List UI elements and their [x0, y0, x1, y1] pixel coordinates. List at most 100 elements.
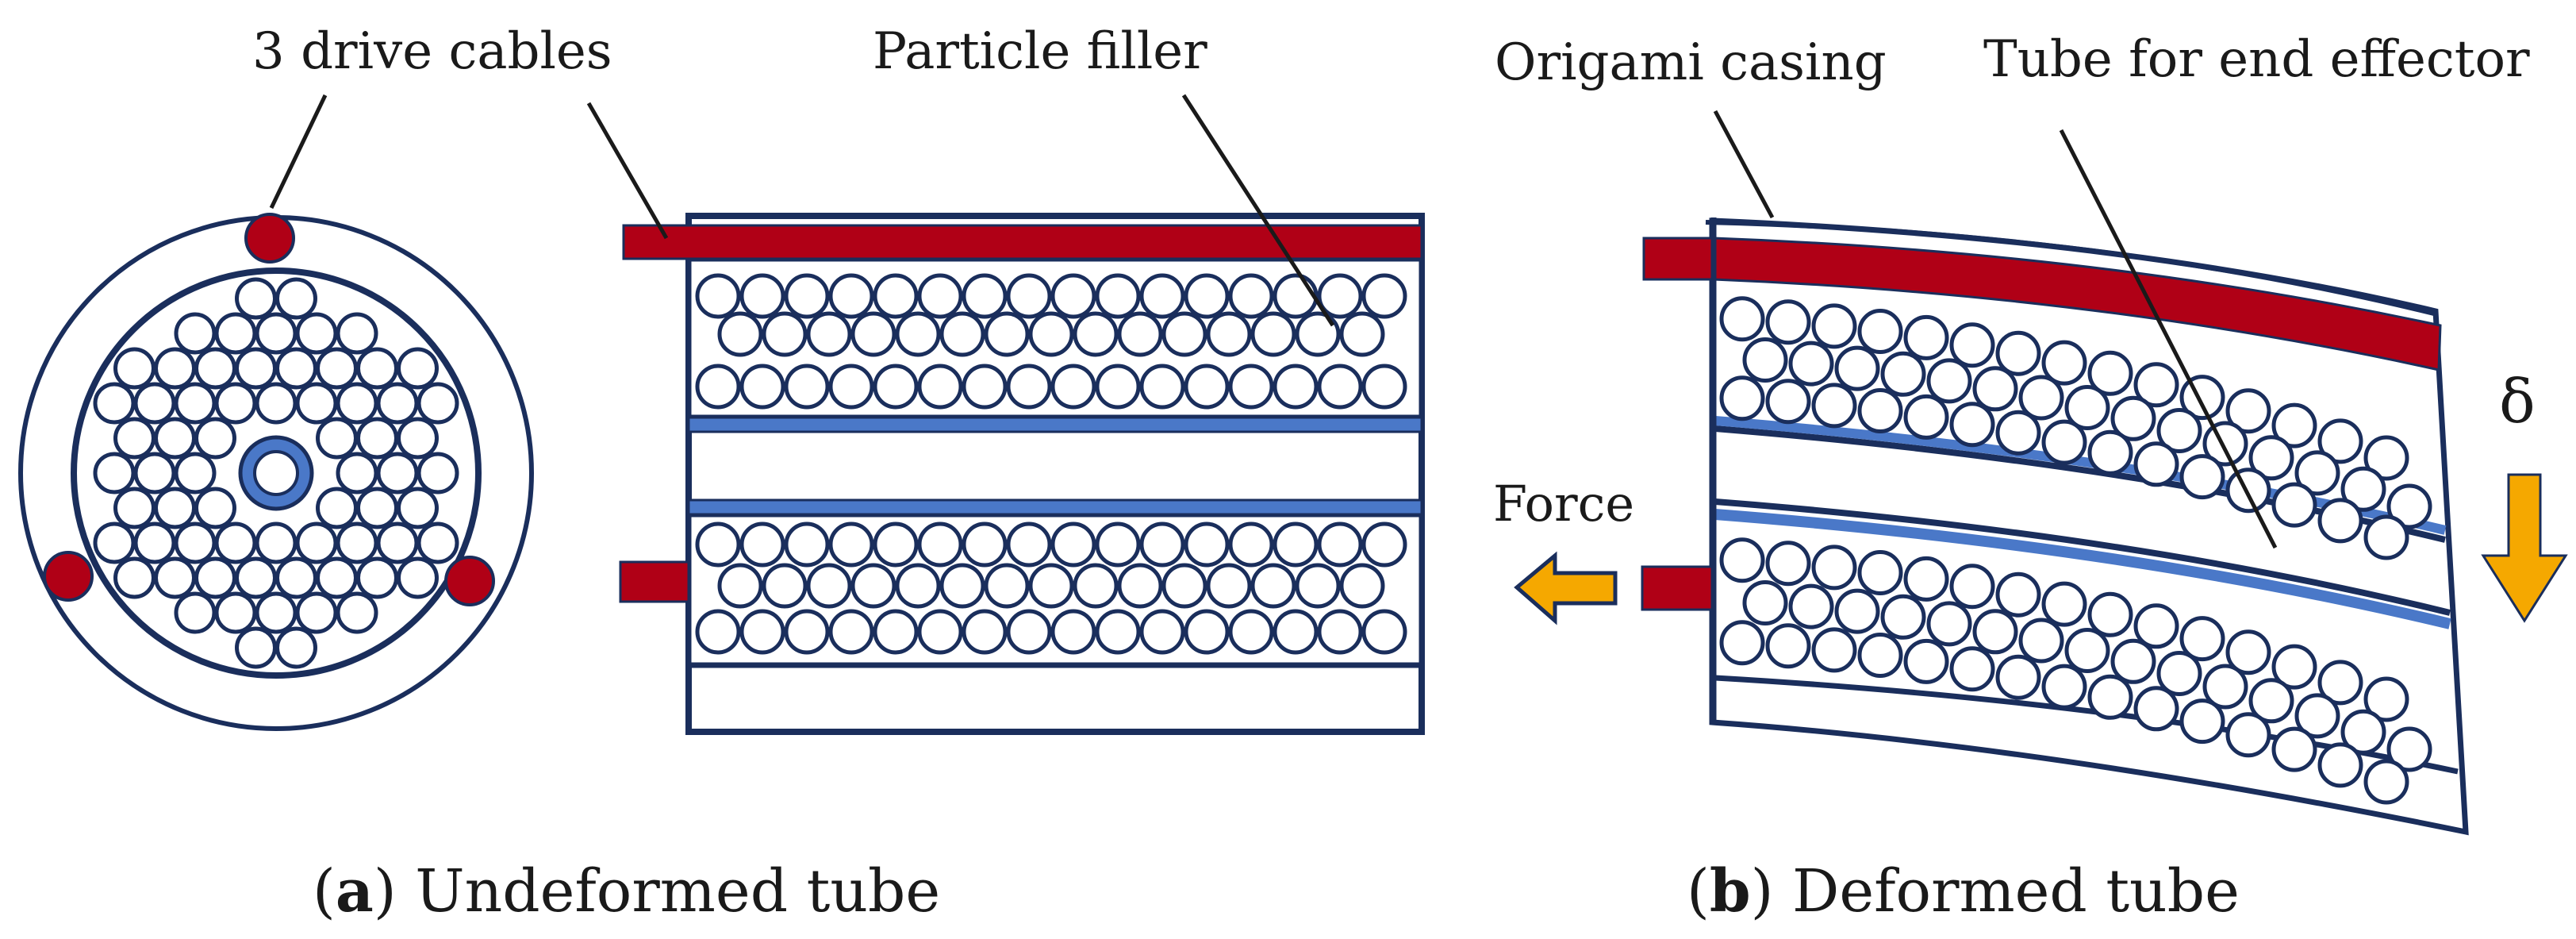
deformed-tube-wall-lower [1714, 509, 2451, 629]
particle [255, 521, 298, 564]
particle [717, 311, 763, 357]
particle [235, 556, 277, 599]
particle [1317, 521, 1363, 568]
particle [1028, 311, 1074, 357]
label-drive-cables: 3 drive cables [252, 22, 612, 81]
particle [873, 364, 919, 410]
particle [1926, 601, 1972, 647]
particle [873, 609, 919, 655]
particle [828, 609, 874, 655]
particle [2340, 466, 2386, 512]
force-arrow [1514, 551, 1618, 625]
particle [984, 563, 1030, 609]
particle [1050, 273, 1096, 319]
deformed-side-view [1514, 217, 2568, 836]
particle [739, 273, 785, 319]
particle [2087, 591, 2133, 637]
particle [275, 347, 317, 390]
particle [2202, 664, 2248, 710]
particle [1811, 303, 1857, 349]
particle [2133, 603, 2179, 649]
particle [1811, 545, 1857, 591]
particle [397, 417, 439, 460]
particle [1028, 563, 1074, 609]
drive-cable-top [244, 213, 295, 264]
label-particle-filler: Particle filler [873, 22, 1207, 81]
particle [695, 273, 741, 319]
particle [1995, 654, 2041, 700]
particle [784, 364, 830, 410]
particle [295, 591, 338, 634]
particle [1295, 563, 1341, 609]
particle [828, 521, 874, 568]
deformed-mid-divider-bottom [1714, 498, 2451, 616]
particle [962, 364, 1008, 410]
particle [133, 382, 176, 425]
particle [336, 521, 378, 564]
particle [235, 277, 277, 320]
particle [154, 487, 196, 529]
particle [1972, 609, 2018, 655]
particle [762, 311, 808, 357]
particle [2340, 709, 2386, 755]
particle [1361, 521, 1407, 568]
particle [1949, 564, 1995, 610]
particle [1317, 364, 1363, 410]
particle [356, 487, 398, 529]
particle [873, 521, 919, 568]
particle [1719, 296, 1765, 342]
cross-section-particles [93, 277, 459, 669]
particle [2179, 616, 2225, 662]
particle [1139, 609, 1185, 655]
particle [174, 521, 217, 564]
particle [1139, 364, 1185, 410]
particle [828, 364, 874, 410]
particle [1228, 609, 1274, 655]
particle [1719, 620, 1765, 666]
particle [295, 382, 338, 425]
particle [1139, 273, 1185, 319]
particle [2087, 429, 2133, 475]
particle [1811, 627, 1857, 673]
particle [1903, 638, 1949, 684]
particle [2271, 726, 2317, 772]
particle [1742, 337, 1788, 383]
particle [2041, 340, 2087, 386]
particle [417, 521, 459, 564]
particle [1050, 609, 1096, 655]
particle [194, 487, 236, 529]
particle [356, 556, 398, 599]
particle [235, 626, 277, 669]
particle [1006, 273, 1052, 319]
particle [174, 591, 217, 634]
caption-b: (b) Deformed tube [1687, 857, 2240, 926]
undeformed-side-view [619, 213, 1425, 735]
particle [2041, 664, 2087, 710]
particle [2317, 498, 2363, 544]
particle [154, 347, 196, 390]
particle [2225, 468, 2271, 514]
particle [1361, 273, 1407, 319]
particle [316, 487, 358, 529]
drive-cable-right [444, 556, 495, 606]
particle [1995, 571, 2041, 618]
particle [2133, 686, 2179, 732]
particle [2041, 581, 2087, 627]
particle [1857, 388, 1903, 433]
particle [962, 609, 1008, 655]
particle [154, 417, 196, 460]
particle [255, 312, 298, 355]
particle [1339, 311, 1385, 357]
label-tube-end-effector: Tube for end effector [1983, 30, 2530, 89]
particle [113, 417, 155, 460]
particle [417, 452, 459, 495]
undeformed-particles [695, 273, 1407, 655]
particle [695, 609, 741, 655]
deformed-particles [1719, 296, 2432, 805]
particle [1117, 311, 1163, 357]
particle [1228, 521, 1274, 568]
particle [2317, 660, 2363, 706]
particle [2064, 385, 2110, 430]
particle [275, 556, 317, 599]
